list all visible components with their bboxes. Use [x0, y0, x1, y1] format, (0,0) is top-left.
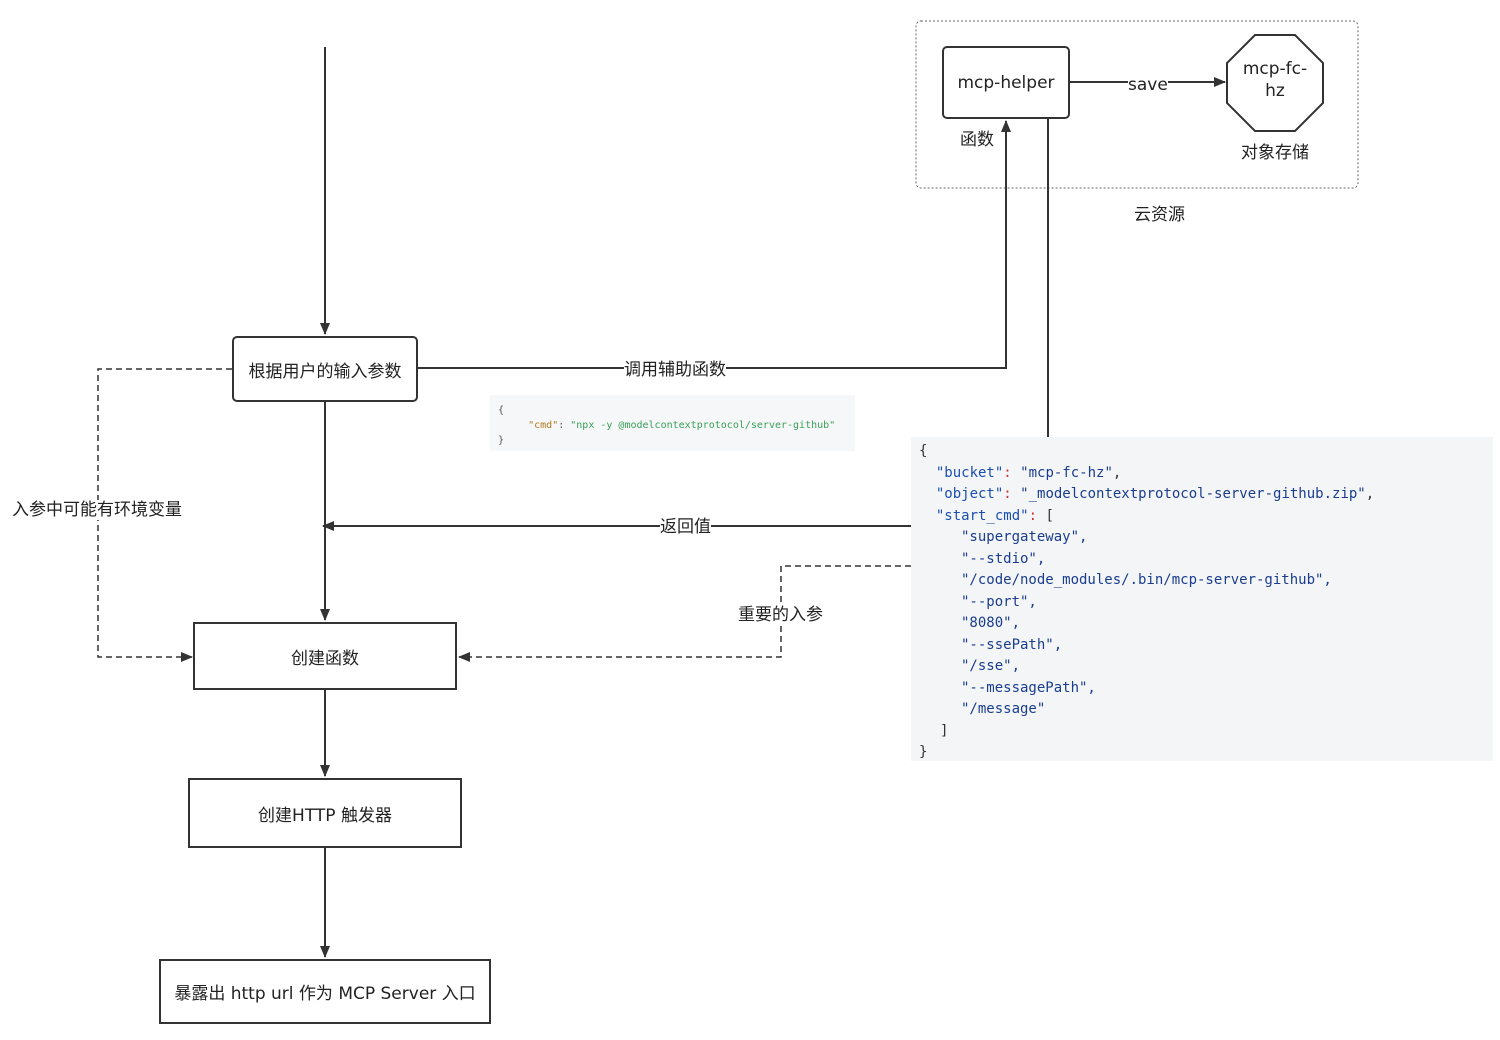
code-bucket-line: "bucket": "mcp-fc-hz",	[935, 464, 1122, 481]
create-trigger-node: 创建HTTP 触发器	[188, 778, 462, 848]
code-item: "supergateway",	[961, 529, 1088, 545]
code-object-line: "object": "_modelcontextprotocol-server-…	[935, 486, 1375, 502]
code-item: "/message"	[961, 701, 1046, 717]
code-small-colon: :	[558, 420, 571, 431]
expose-label: 暴露出 http url 作为 MCP Server 入口	[174, 984, 476, 1004]
cmd-code-snippet: { "cmd": "npx -y @modelcontextprotocol/s…	[490, 395, 855, 451]
bucket-label: mcp-fc- hz	[1226, 58, 1324, 102]
code-close: }	[919, 744, 928, 760]
code-open: {	[919, 443, 928, 459]
code-start-line: "start_cmd": [	[935, 507, 1054, 524]
expose-node: 暴露出 http url 作为 MCP Server 入口	[159, 959, 491, 1024]
create-function-label: 创建函数	[291, 648, 359, 669]
cloud-resource-group	[915, 20, 1359, 189]
code-small-entry: "cmd": "npx -y @modelcontextprotocol/ser…	[498, 418, 855, 433]
bucket-octagon	[1226, 34, 1324, 132]
save-label: save	[1128, 75, 1168, 95]
code-item: "8080",	[961, 615, 1021, 631]
helper-node: mcp-helper	[942, 46, 1070, 119]
object-storage-label: 对象存储	[1241, 143, 1309, 163]
env-vars-label: 入参中可能有环境变量	[12, 500, 182, 520]
code-item: "--ssePath",	[961, 636, 1063, 653]
code-small-open: {	[498, 405, 505, 416]
code-item: "--messagePath",	[961, 679, 1096, 696]
code-small-key: "cmd"	[528, 420, 559, 431]
return-value-label: 返回值	[660, 517, 711, 537]
code-bracket-close: ]	[940, 722, 949, 739]
call-helper-arrow	[418, 120, 1011, 369]
important-params-label: 重要的入参	[738, 605, 823, 625]
code-item: "--port",	[961, 593, 1037, 610]
code-small-value: "npx -y @modelcontextprotocol/server-git…	[570, 420, 836, 431]
code-start-key: "start_cmd"	[935, 507, 1029, 524]
result-code-block: { "bucket": "mcp-fc-hz", "object": "_mod…	[911, 437, 1493, 761]
create-trigger-label: 创建HTTP 触发器	[258, 805, 392, 826]
code-item: "/code/node_modules/.bin/mcp-server-gith…	[961, 572, 1332, 588]
code-item: "/sse",	[961, 658, 1021, 674]
create-function-node: 创建函数	[193, 622, 457, 690]
code-bucket-key: "bucket"	[935, 464, 1004, 481]
code-small-close: }	[498, 435, 505, 446]
code-object-key: "object"	[935, 486, 1004, 502]
function-label: 函数	[960, 130, 994, 150]
important-params-arrow	[458, 565, 911, 662]
helper-node-label: mcp-helper	[957, 72, 1055, 93]
call-helper-label: 调用辅助函数	[624, 360, 726, 380]
cloud-resource-label: 云资源	[1134, 205, 1185, 225]
bucket-label-line1: mcp-fc-	[1242, 59, 1308, 79]
code-object-value: "_modelcontextprotocol-server-github.zip…	[1020, 486, 1366, 502]
code-item: "--stdio",	[961, 550, 1046, 567]
params-node: 根据用户的输入参数	[232, 336, 418, 402]
params-node-label: 根据用户的输入参数	[248, 361, 402, 382]
code-bucket-value: "mcp-fc-hz"	[1020, 464, 1113, 481]
bucket-label-line2: hz	[1265, 81, 1285, 101]
